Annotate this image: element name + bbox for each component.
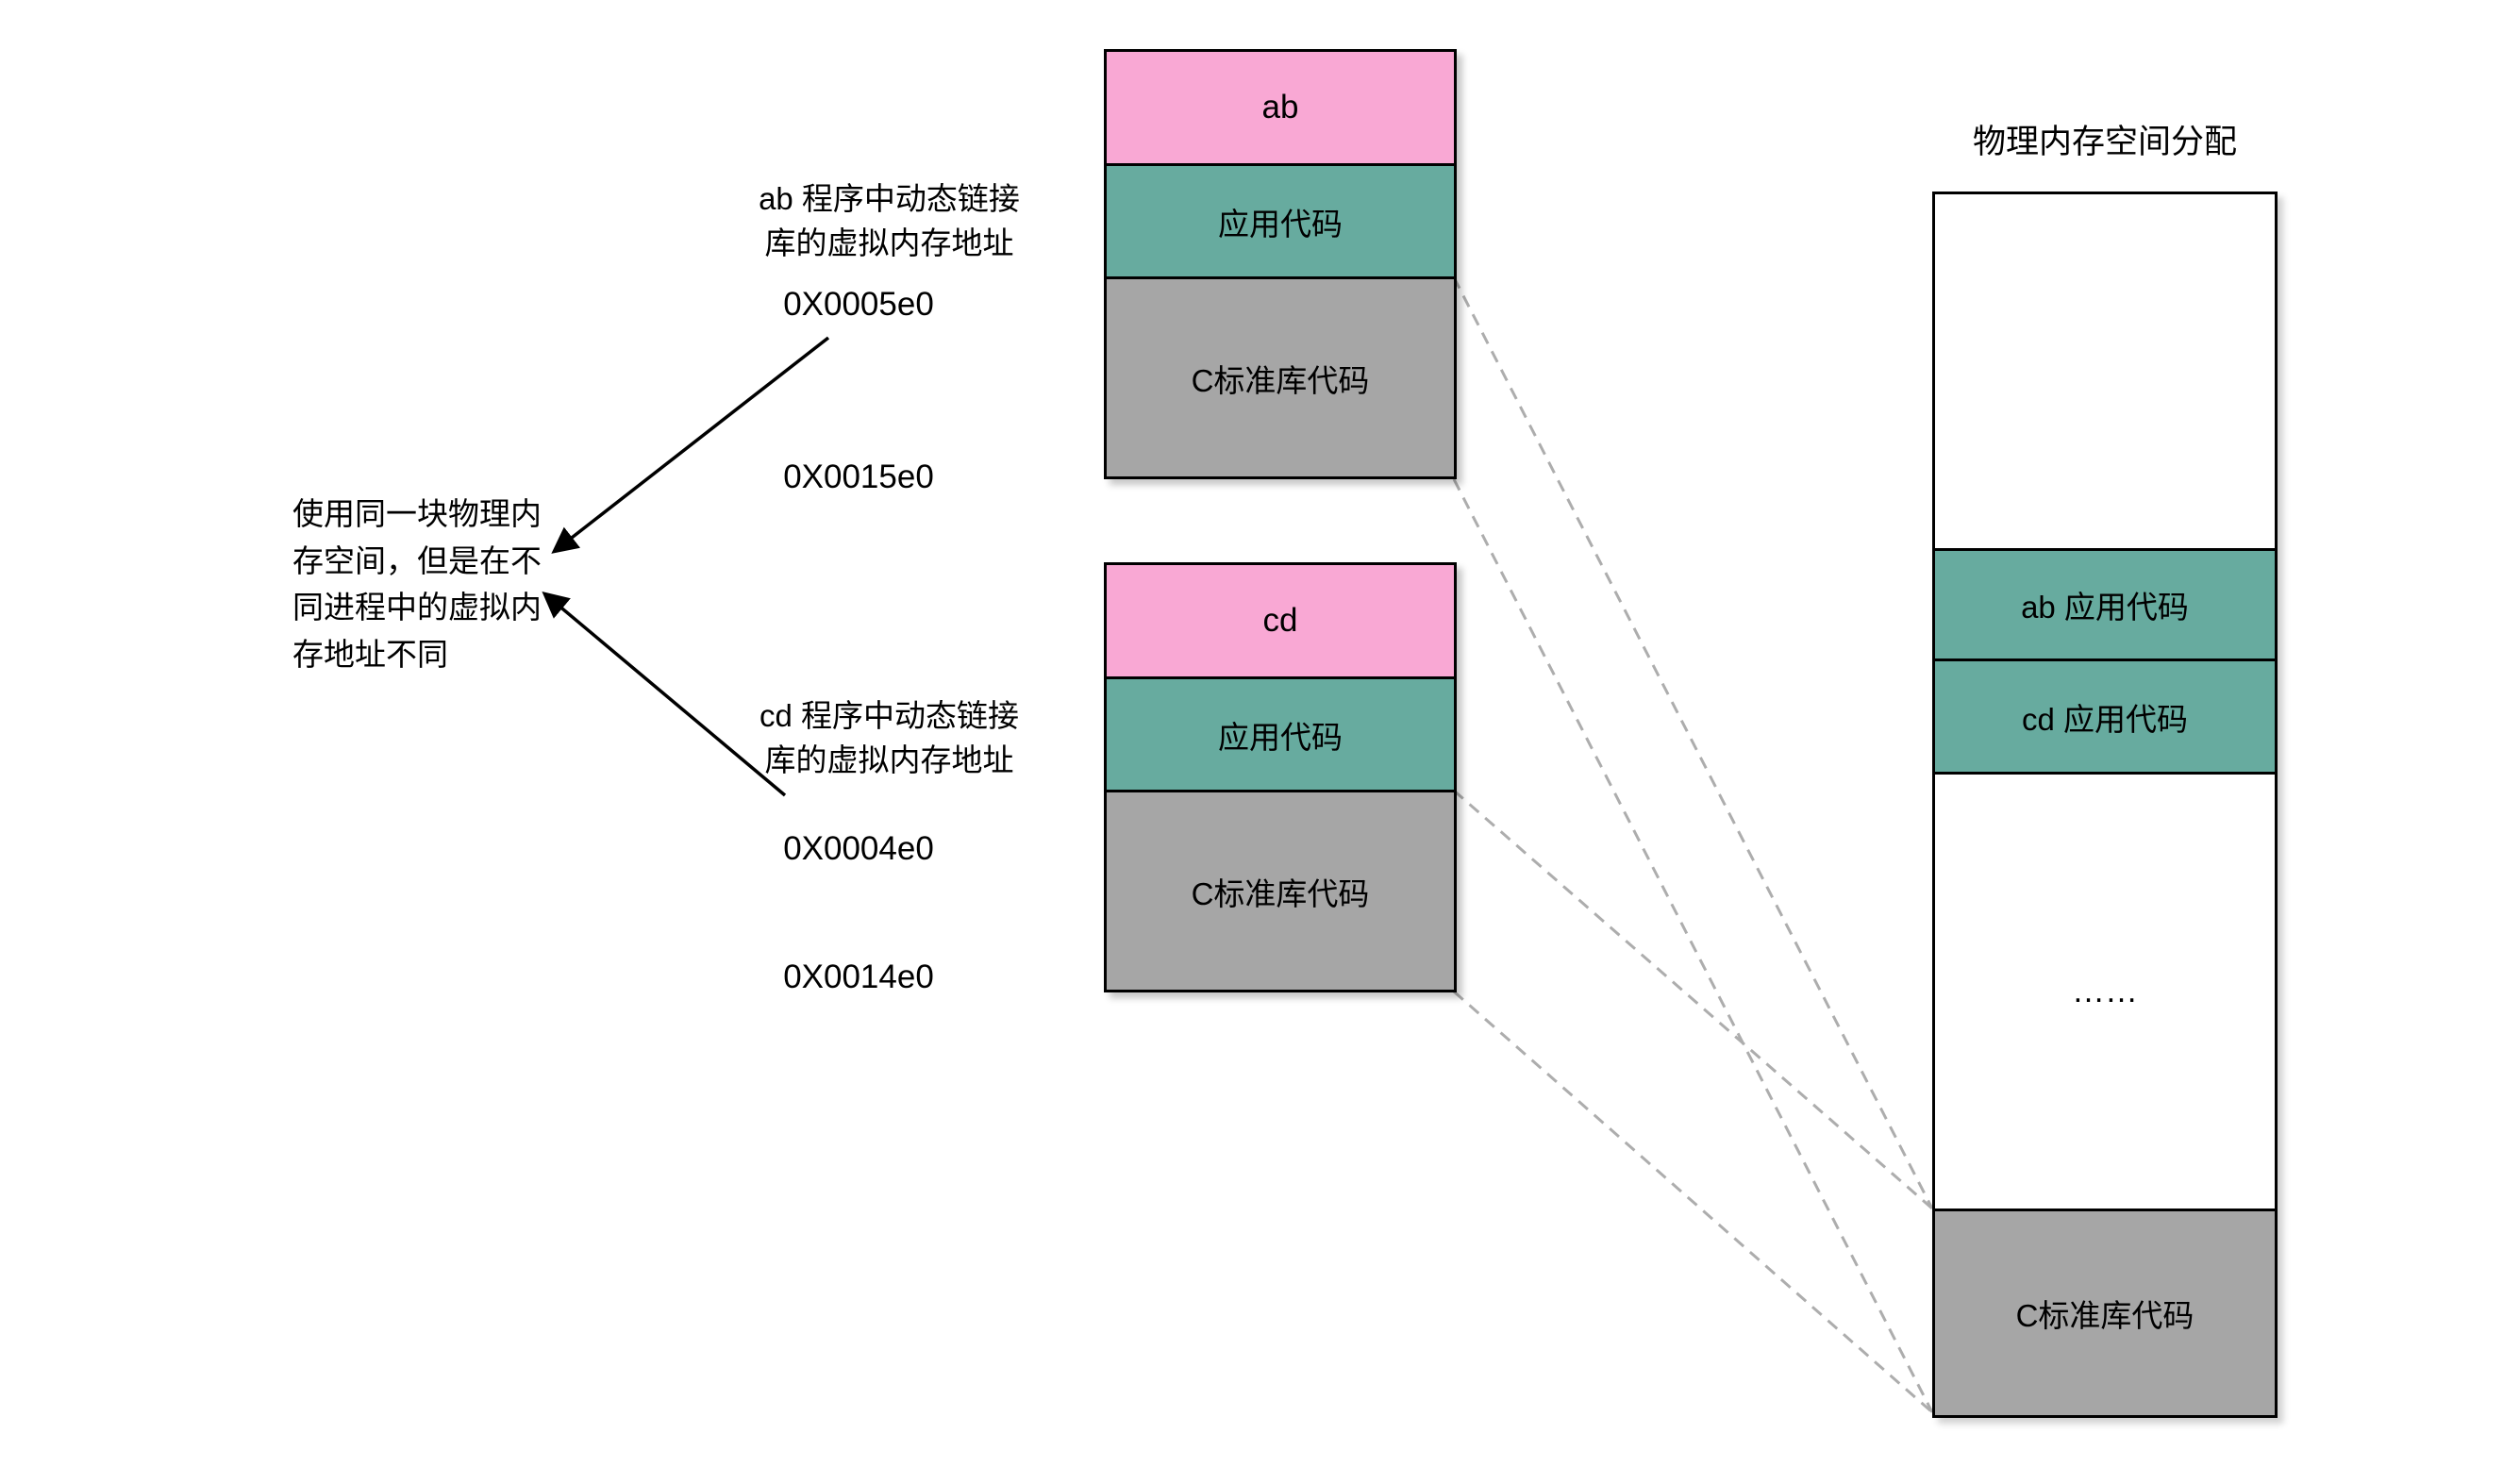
process-cd-block: cd 应用代码 C标准库代码 [1104, 562, 1457, 992]
dashed-ab-libc-top [1452, 276, 1934, 1209]
dashed-cd-libc-bottom [1453, 990, 1933, 1414]
physical-libc-segment: C标准库代码 [1935, 1209, 2275, 1415]
process-cd-name-segment: cd [1107, 565, 1454, 676]
physical-ellipsis: …… [1935, 775, 2275, 1209]
process-ab-libc-segment: C标准库代码 [1107, 276, 1454, 476]
shared-memory-note: 使用同一块物理内 存空间，但是在不 同进程中的虚拟内 存地址不同 [292, 496, 542, 672]
dashed-ab-libc-bottom [1452, 478, 1934, 1413]
physical-ab-app-code-segment: ab 应用代码 [1935, 548, 2275, 661]
dashed-cd-libc-top [1453, 789, 1933, 1210]
process-ab-block: ab 应用代码 C标准库代码 [1104, 49, 1457, 479]
physical-cd-app-code-segment: cd 应用代码 [1935, 661, 2275, 775]
process-ab-app-code-segment: 应用代码 [1107, 163, 1454, 276]
physical-free-space-top [1935, 194, 2275, 548]
physical-memory-title: 物理内存空间分配 [1972, 124, 2237, 160]
arrow-ab-address-to-note [551, 336, 830, 554]
cd-virtual-address-label: cd 程序中动态链接 库的虚拟内存地址 [759, 698, 1020, 777]
process-ab-name-segment: ab [1107, 52, 1454, 163]
address-ab-lib-start: 0X0005e0 [783, 286, 934, 323]
address-cd-lib-end: 0X0014e0 [783, 959, 934, 995]
process-cd-libc-segment: C标准库代码 [1107, 790, 1454, 990]
physical-memory-column: ab 应用代码 cd 应用代码 …… C标准库代码 [1932, 192, 2278, 1418]
process-cd-app-code-segment: 应用代码 [1107, 676, 1454, 790]
address-ab-lib-end: 0X0015e0 [783, 458, 934, 495]
ab-virtual-address-label: ab 程序中动态链接 库的虚拟内存地址 [759, 181, 1020, 260]
address-cd-lib-start: 0X0004e0 [783, 830, 934, 867]
